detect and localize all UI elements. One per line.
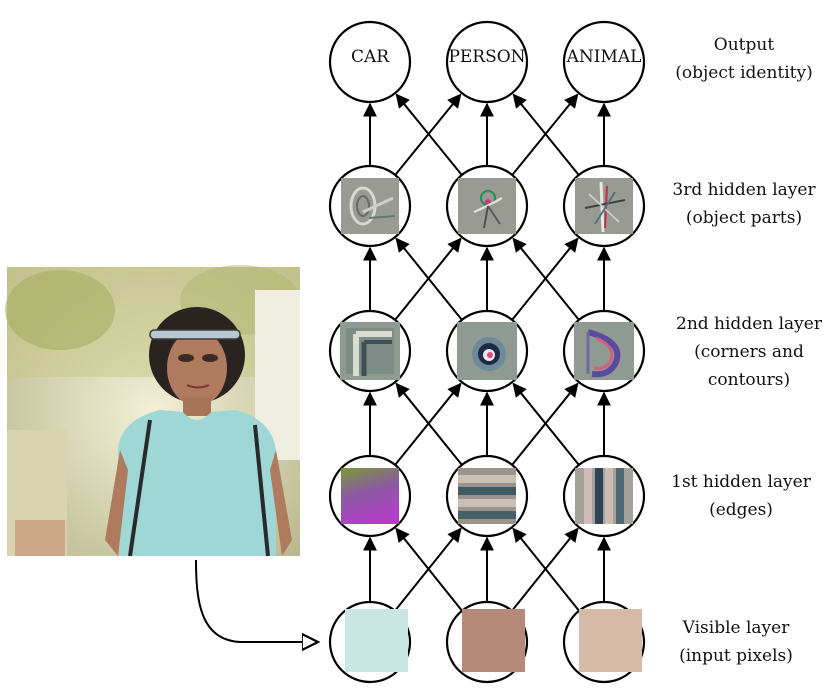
output-layer-title: Output xyxy=(713,35,775,55)
vertical-edge-icon xyxy=(575,468,633,524)
output-node-1 xyxy=(328,20,412,104)
hidden2-layer-desc-1: (corners and xyxy=(694,342,804,362)
connection-visible-2-to-hidden1-1 xyxy=(395,527,463,612)
output-node-2 xyxy=(445,20,529,104)
hidden2-layer-label: 2nd hidden layer (corners and contours) xyxy=(668,310,830,394)
connection-hidden2-2-to-hidden3-1 xyxy=(395,237,463,321)
visible-layer-label: Visible layer (input pixels) xyxy=(668,614,804,670)
hidden3-features xyxy=(341,178,633,234)
connections xyxy=(363,93,611,612)
output-label-car: CAR xyxy=(351,47,390,67)
hidden3-layer-desc: (object parts) xyxy=(685,208,803,228)
corner-icon xyxy=(340,322,400,380)
hidden1-layer-desc: (edges) xyxy=(709,500,773,520)
person-part-icon xyxy=(458,178,516,234)
curve-contour-icon xyxy=(574,322,634,380)
circle-contour-icon xyxy=(457,322,517,380)
input-pixel-3 xyxy=(579,609,642,672)
hidden2-layer-title: 2nd hidden layer xyxy=(676,314,822,334)
gradient-edge-icon xyxy=(341,468,399,524)
connection-hidden3-3-to-output-2 xyxy=(512,93,580,176)
input-arrow xyxy=(195,559,318,642)
input-pixel-2 xyxy=(462,609,525,672)
visible-layer-title: Visible layer xyxy=(682,618,790,638)
hidden2-layer-desc-2: contours) xyxy=(707,370,791,390)
input-photo xyxy=(5,265,300,557)
animal-part-icon xyxy=(575,178,633,234)
connection-hidden2-3-to-hidden3-2 xyxy=(512,237,580,321)
output-label-animal: ANIMAL xyxy=(566,47,642,67)
hidden1-layer-label: 1st hidden layer (edges) xyxy=(660,468,822,524)
connection-visible-3-to-hidden1-2 xyxy=(512,527,580,612)
hidden1-features xyxy=(341,468,633,524)
hidden3-layer-label: 3rd hidden layer (object parts) xyxy=(662,176,826,232)
output-layer-label: Output (object identity) xyxy=(672,31,816,87)
wheel-icon xyxy=(341,178,399,234)
visible-layer-desc: (input pixels) xyxy=(679,646,793,666)
connection-hidden3-2-to-output-1 xyxy=(395,93,463,176)
output-label-person: PERSON xyxy=(448,47,525,67)
horizontal-edge-icon xyxy=(458,468,516,524)
hidden2-features xyxy=(340,322,634,380)
hidden1-layer-title: 1st hidden layer xyxy=(671,472,811,492)
connection-hidden1-3-to-hidden2-2 xyxy=(512,382,580,466)
output-layer-desc: (object identity) xyxy=(675,63,813,83)
hidden3-layer-title: 3rd hidden layer xyxy=(672,180,816,200)
connection-hidden1-2-to-hidden2-1 xyxy=(395,382,463,466)
output-node-3 xyxy=(562,20,646,104)
output-labels: CAR PERSON ANIMAL xyxy=(351,47,641,67)
input-pixel-1 xyxy=(345,609,408,672)
visible-pixels xyxy=(345,609,642,672)
